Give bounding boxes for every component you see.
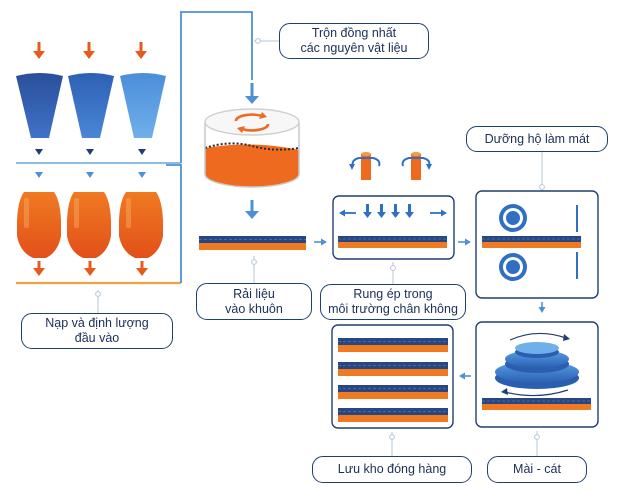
label-feeding-line-2: đầu vào [74,331,120,345]
label-curing: Dưỡng hộ làm mát [466,126,608,152]
hopper-3 [120,73,166,138]
arrow-grinding-to-storage [459,372,471,380]
stacked-slabs [338,338,448,422]
flow-lines [166,11,253,283]
label-storage-line-1: Lưu kho đóng hàng [337,462,447,476]
arrow-curing-to-grinding [538,302,546,313]
arrow-laying-to-vacuum [314,238,327,246]
input-hoppers [16,73,166,138]
laying-label-connector [251,256,257,283]
arrow-vacuum-to-curing [458,238,471,246]
grinding-disks [495,332,579,397]
grinding-label-connector [534,431,540,456]
label-laying: Rải liệu vào khuôn [196,283,312,320]
dosing-silos [17,192,163,258]
label-mixing: Trộn đồng nhất các nguyên vật liệu [279,23,429,59]
silo-small-arrows [35,172,146,178]
grinding-slab [482,398,591,410]
label-vacuum-line-1: Rung ép trong [353,287,433,301]
label-grinding: Mài - cát [487,456,587,483]
hopper-2 [68,73,114,138]
label-feeding-line-1: Nạp và định lượng [45,316,149,330]
label-vacuum: Rung ép trong môi trường chân không [320,284,466,320]
label-storage: Lưu kho đóng hàng [312,456,472,483]
silo-2 [67,192,111,258]
storage-label-connector [389,432,395,456]
vacuum-slab [338,236,447,248]
label-vacuum-line-2: môi trường chân không [328,302,458,316]
curing-label-connector [539,152,545,191]
label-laying-line-2: vào khuôn [225,301,283,316]
drum-output-arrow [245,200,259,219]
pressure-arrows [339,204,447,218]
feed-label-connector [95,290,101,313]
press-rollers [349,152,432,180]
label-curing-line-1: Dưỡng hộ làm mát [484,131,590,146]
silo-output-arrows [33,261,148,276]
mixer-feed-arrow [245,83,259,104]
laying-slab [199,236,306,250]
curing-slab [482,236,581,248]
vacuum-chamber [332,195,455,260]
silo-3 [119,192,163,258]
mixing-label-connector [254,38,279,44]
feed-arrows-top [33,42,147,59]
label-feeding: Nạp và định lượng đầu vào [21,313,173,349]
label-laying-line-1: Rải liệu [233,286,275,301]
silo-1 [17,192,61,258]
mixing-drum [204,108,300,188]
hopper-1 [16,73,63,138]
cooling-rollers [497,200,529,285]
label-mixing-line-1: Trộn đồng nhất [311,26,397,40]
label-grinding-line-1: Mài - cát [513,462,561,476]
label-mixing-line-2: các nguyên vật liệu [300,41,408,55]
vacuum-label-connector [390,262,396,284]
hopper-small-arrows [35,149,146,155]
